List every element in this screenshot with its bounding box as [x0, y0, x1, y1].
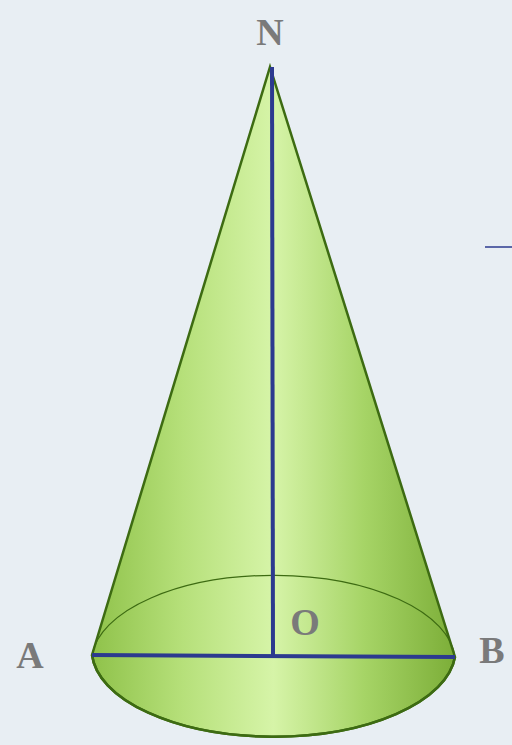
- diameter-line: [92, 655, 455, 657]
- point-label: B: [479, 631, 504, 669]
- cone-body: [92, 67, 455, 737]
- edge-dash: [485, 246, 512, 248]
- point-label: O: [290, 603, 320, 641]
- base-front-arc: [92, 655, 455, 737]
- point-label: A: [16, 636, 43, 674]
- height-line: [272, 67, 273, 656]
- point-label: N: [256, 13, 283, 51]
